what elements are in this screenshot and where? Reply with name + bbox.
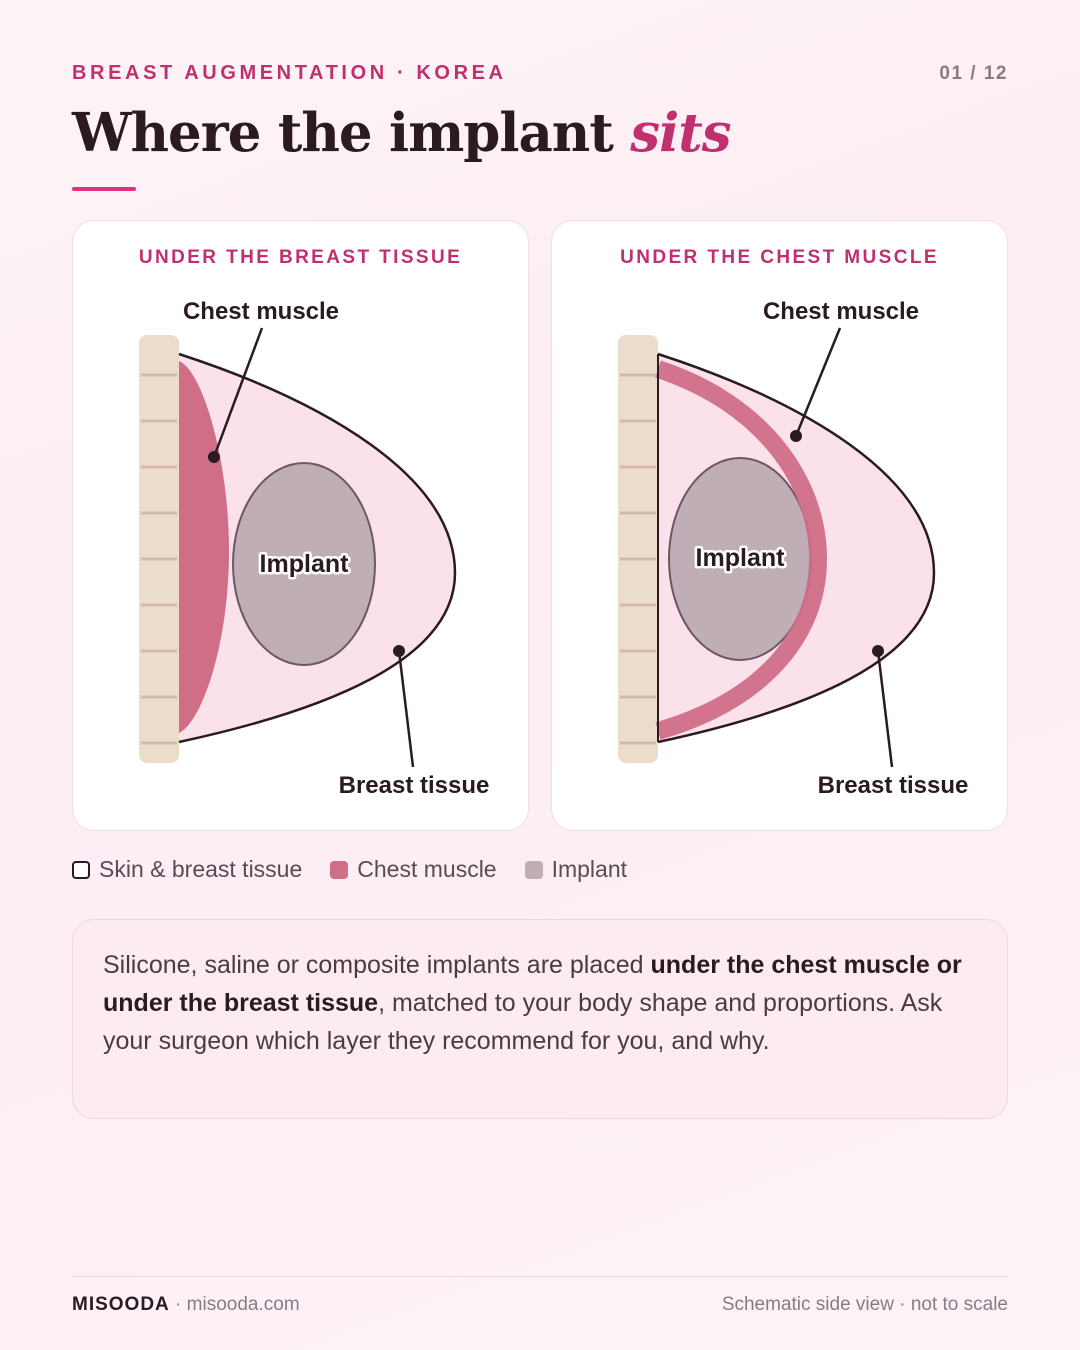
- brand: MISOODA · misooda.com: [72, 1294, 300, 1316]
- muscle-leader-line: [212, 327, 264, 458]
- implant: [232, 462, 376, 666]
- brand-name: MISOODA: [72, 1294, 170, 1315]
- label-implant: Implant: [696, 544, 786, 572]
- note-text-end: , matched to your body shape and proport…: [103, 989, 943, 1055]
- label-implant: Implant: [260, 550, 350, 578]
- legend-swatch-skin: [72, 860, 90, 879]
- legend-item-implant: Implant: [524, 856, 628, 883]
- legend-item-skin: Skin & breast tissue: [72, 856, 302, 883]
- label-chest-muscle: Chest muscle: [763, 298, 919, 325]
- label-breast-tissue: Breast tissue: [818, 772, 969, 799]
- page-title: Where the implant sits: [72, 102, 732, 164]
- eyebrow-label: BREAST AUGMENTATION · KOREA: [72, 62, 507, 84]
- tissue-marker: [393, 645, 405, 657]
- brand-site[interactable]: · misooda.com: [169, 1294, 300, 1315]
- page-counter: 01 / 12: [939, 63, 1008, 84]
- legend-item-muscle: Chest muscle: [330, 856, 497, 883]
- legend-swatch-muscle: [330, 860, 349, 879]
- diagram-under-breast-tissue: Chest muscle Implant Breast tissue: [139, 298, 490, 799]
- rib-lines: [141, 373, 177, 745]
- note-emphasis: under the chest muscle or under the brea…: [103, 951, 962, 1017]
- chest-wall: [139, 335, 179, 763]
- title-accent: sits: [630, 102, 731, 164]
- tissue-leader-line: [397, 650, 415, 768]
- diagram-under-chest-muscle: Chest muscle Implant Breast tissue: [618, 298, 969, 799]
- tissue-marker: [872, 645, 884, 657]
- legend-label: Skin & breast tissue: [99, 856, 303, 882]
- legend-swatch-implant: [524, 860, 543, 879]
- info-note: Silicone, saline or composite implants a…: [72, 919, 1008, 1119]
- footer-caption: Schematic side view · not to scale: [721, 1294, 1008, 1315]
- footer-divider: [72, 1276, 1008, 1277]
- panel-heading: UNDER THE BREAST TISSUE: [138, 247, 463, 268]
- rib-lines: [620, 373, 656, 745]
- skin-outline: [657, 352, 936, 744]
- muscle-leader-line: [794, 327, 842, 437]
- panel-heading: UNDER THE CHEST MUSCLE: [620, 247, 939, 268]
- tissue-leader-line: [876, 650, 894, 768]
- muscle-marker: [790, 430, 802, 442]
- panel-under-chest-muscle: UNDER THE CHEST MUSCLE Chest muscle Impl…: [551, 220, 1008, 831]
- chest-muscle: [655, 360, 828, 740]
- title-main: Where the implant: [72, 102, 614, 164]
- legend: Skin & breast tissue Chest muscle Implan…: [72, 856, 655, 883]
- panel-under-breast-tissue: UNDER THE BREAST TISSUE Chest muscle Imp…: [72, 220, 529, 831]
- chest-wall: [618, 335, 658, 763]
- label-breast-tissue: Breast tissue: [339, 772, 490, 799]
- legend-label: Chest muscle: [357, 856, 497, 882]
- label-chest-muscle: Chest muscle: [183, 298, 339, 325]
- note-text: Silicone, saline or composite implants a…: [103, 951, 651, 979]
- title-underline: [72, 187, 136, 191]
- skin-outline: [178, 352, 457, 744]
- legend-label: Implant: [551, 856, 628, 882]
- muscle-marker: [208, 451, 220, 463]
